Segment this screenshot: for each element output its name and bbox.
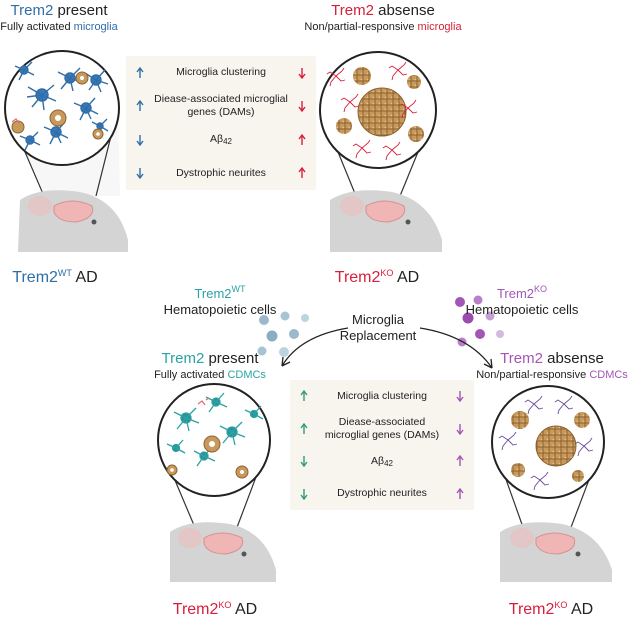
arrow-up-icon: [300, 422, 308, 435]
top-left-header: Trem2 present Fully activated microglia: [0, 2, 118, 34]
panel-row-text: Microglia clustering: [337, 389, 427, 402]
right-cells-label: Hematopoietic cells: [465, 302, 579, 317]
bottom-left-plaques: [166, 397, 249, 479]
top-left-subtitle: Fully activated microglia: [0, 21, 118, 33]
bottom-right-header: Trem2 absense Non/partial-responsive CDM…: [464, 350, 640, 382]
replacement-label: Microglia Replacement: [339, 312, 417, 343]
top-left-mouse-icon: [18, 190, 128, 252]
top-left-plaques: [11, 71, 104, 140]
arrow-up-icon: [298, 133, 306, 146]
bottom-right-label: Trem2KO AD: [508, 600, 594, 619]
top-right-header: Trem2 absense Non/partial-responsive mic…: [296, 2, 470, 34]
bottom-left-header: Trem2 present Fully activated CDMCs: [148, 350, 272, 382]
bottom-right-mouse-icon: [500, 522, 612, 582]
panel-row-text: Microglia clustering: [176, 66, 266, 79]
arrow-down-icon: [300, 488, 308, 500]
left-cells-label: Hematopoietic cells: [163, 302, 277, 317]
arrow-down-icon: [298, 100, 306, 113]
top-right-plaques: [336, 67, 424, 142]
bottom-left-title: Trem2 present: [161, 350, 259, 367]
bottom-left-label: Trem2KO AD: [172, 600, 258, 619]
arrow-up-icon: [136, 66, 144, 79]
top-left-label: Trem2WT AD: [12, 268, 98, 287]
panel-row: Aβ42: [290, 445, 474, 478]
arrow-down-icon: [298, 67, 306, 79]
panel-row-text: Diease-associated microglial genes (DAMs…: [154, 93, 288, 119]
top-right-mouse-icon: [330, 190, 442, 252]
top-left-microglia: [14, 61, 109, 151]
panel-row: Microglia clustering: [290, 380, 474, 413]
left-cells-header: Trem2WT Hematopoietic cells: [150, 284, 290, 318]
top-left-title: Trem2 present: [10, 2, 108, 19]
arrow-up-icon: [298, 167, 306, 179]
arrow-down-icon: [456, 423, 464, 435]
arrow-up-icon: [456, 455, 464, 467]
top-right-microglia: [326, 61, 418, 161]
left-cells-genotype: Trem2WT: [194, 284, 246, 302]
arrow-up-icon: [300, 390, 308, 402]
bottom-right-plaques: [511, 411, 590, 482]
panel-row: Aβ42: [126, 123, 316, 157]
panel-row: Dystrophic neurites: [290, 478, 474, 511]
top-right-subtitle: Non/partial-responsive microglia: [304, 21, 462, 33]
panel-row-text: Aβ42: [210, 133, 232, 147]
arrow-up-icon: [456, 487, 464, 500]
panel-row-text: Dystrophic neurites: [337, 487, 427, 500]
panel-row: Diease-associated microglial genes (DAMs…: [290, 413, 474, 446]
right-cells-header: Trem2KO Hematopoietic cells: [452, 284, 592, 318]
arrow-down-icon: [300, 455, 308, 468]
arrow-up-icon: [136, 100, 144, 112]
left-hematopoietic-cells: [257, 311, 309, 357]
panel-row: Dystrophic neurites: [126, 157, 316, 191]
right-cells-genotype: Trem2KO: [496, 284, 548, 302]
panel-row-text: Aβ42: [371, 454, 393, 468]
top-right-label: Trem2KO AD: [334, 268, 420, 287]
arrow-down-icon: [136, 134, 144, 146]
arrow-down-icon: [456, 390, 464, 403]
panel-row: Diease-associated microglial genes (DAMs…: [126, 90, 316, 124]
bottom-right-microglia: [498, 395, 594, 491]
bottom-right-title: Trem2 absense: [500, 350, 604, 367]
panel-row: Microglia clustering: [126, 56, 316, 90]
arrow-down-icon: [136, 167, 144, 180]
bottom-left-mouse-icon: [170, 522, 276, 582]
panel-row-text: Dystrophic neurites: [176, 166, 266, 179]
bottom-left-subtitle: Fully activated CDMCs: [154, 369, 266, 381]
top-right-title: Trem2 absense: [331, 2, 435, 19]
bottom-right-subtitle: Non/partial-responsive CDMCs: [476, 369, 628, 381]
replacement-arrows: [281, 327, 493, 369]
bottom-left-microglia: [166, 392, 264, 467]
panel-row-text: Diease-associated microglial genes (DAMs…: [324, 415, 440, 441]
